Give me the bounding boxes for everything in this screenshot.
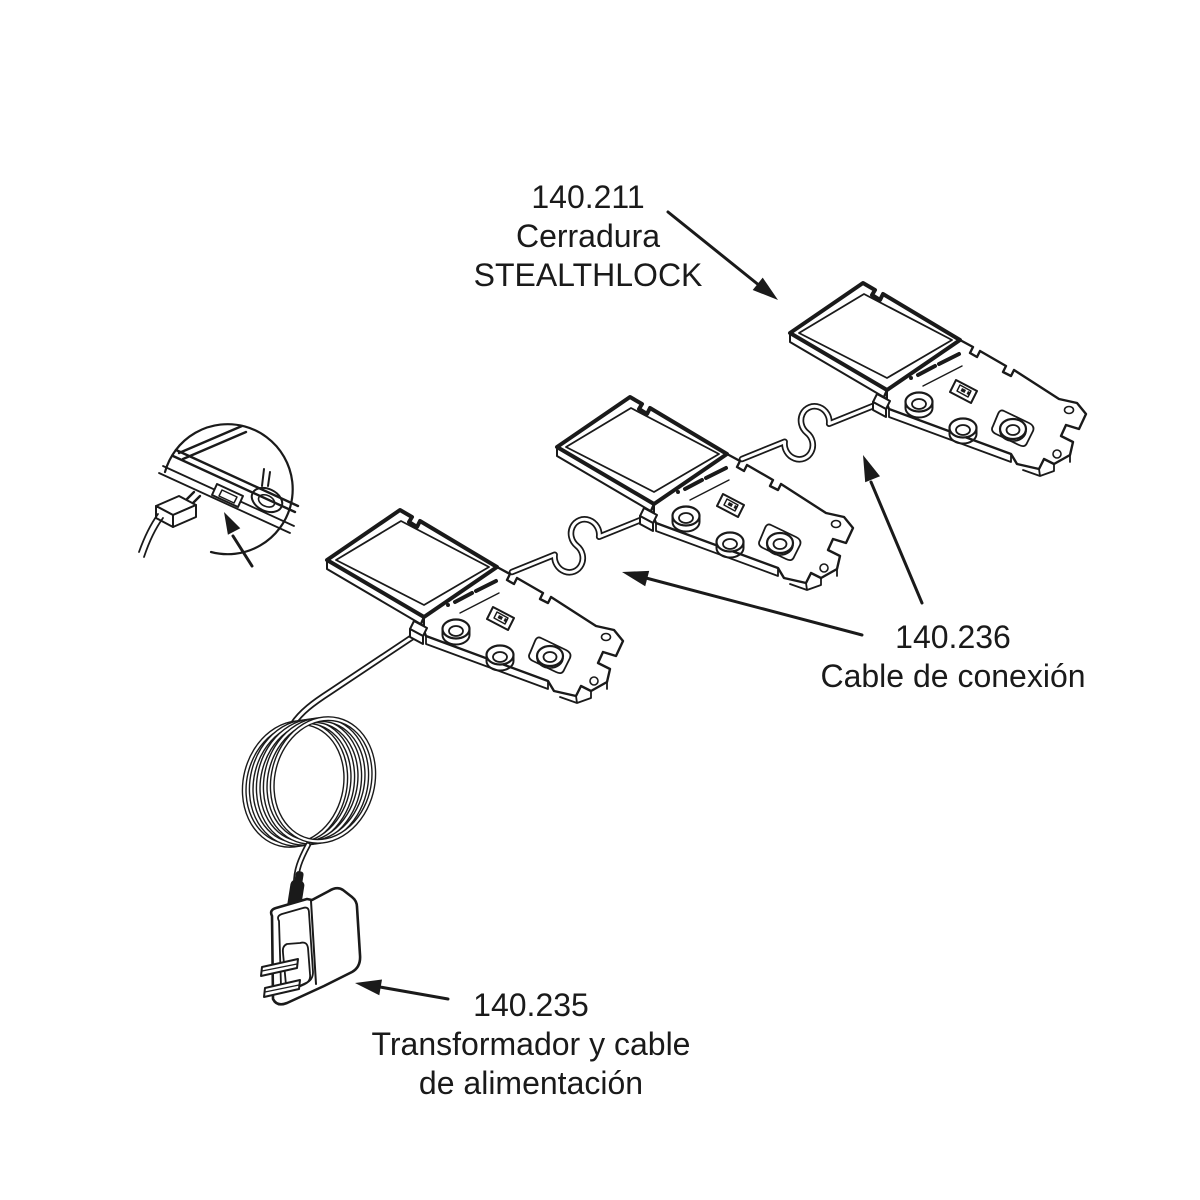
arrow-cable-label-left bbox=[622, 570, 864, 637]
lock-unit-3 bbox=[788, 281, 1088, 478]
lock-unit-1 bbox=[325, 508, 625, 705]
label-transformer: 140.235 Transformador y cable de aliment… bbox=[372, 986, 691, 1103]
label-lock: 140.211 Cerradura STEALTHLOCK bbox=[474, 178, 703, 295]
transformer bbox=[260, 871, 362, 1006]
cable-coil bbox=[241, 716, 377, 887]
detail-circle bbox=[163, 423, 294, 556]
mini-plug bbox=[138, 490, 202, 558]
arrow-inset bbox=[224, 512, 254, 568]
label-lock-brand: STEALTHLOCK bbox=[473, 257, 703, 293]
detail-inset bbox=[138, 423, 300, 568]
label-connection-cable: 140.236 Cable de conexión bbox=[820, 618, 1085, 696]
arrow-transformer-label bbox=[355, 979, 450, 1001]
label-transformer-name2: de alimentación bbox=[418, 1065, 644, 1101]
power-cable bbox=[289, 628, 424, 728]
label-transformer-code: 140.235 bbox=[473, 987, 589, 1023]
arrow-cable-label-right bbox=[863, 455, 924, 605]
arrow-lock-label bbox=[666, 210, 778, 300]
label-transformer-name1: Transformador y cable bbox=[371, 1026, 691, 1062]
label-cable-code: 140.236 bbox=[895, 619, 1011, 655]
power-plug-prongs bbox=[260, 958, 301, 998]
lock-unit-2 bbox=[555, 395, 855, 592]
label-lock-name: Cerradura bbox=[515, 218, 661, 254]
label-cable-name: Cable de conexión bbox=[820, 658, 1086, 694]
label-lock-code: 140.211 bbox=[531, 179, 645, 215]
